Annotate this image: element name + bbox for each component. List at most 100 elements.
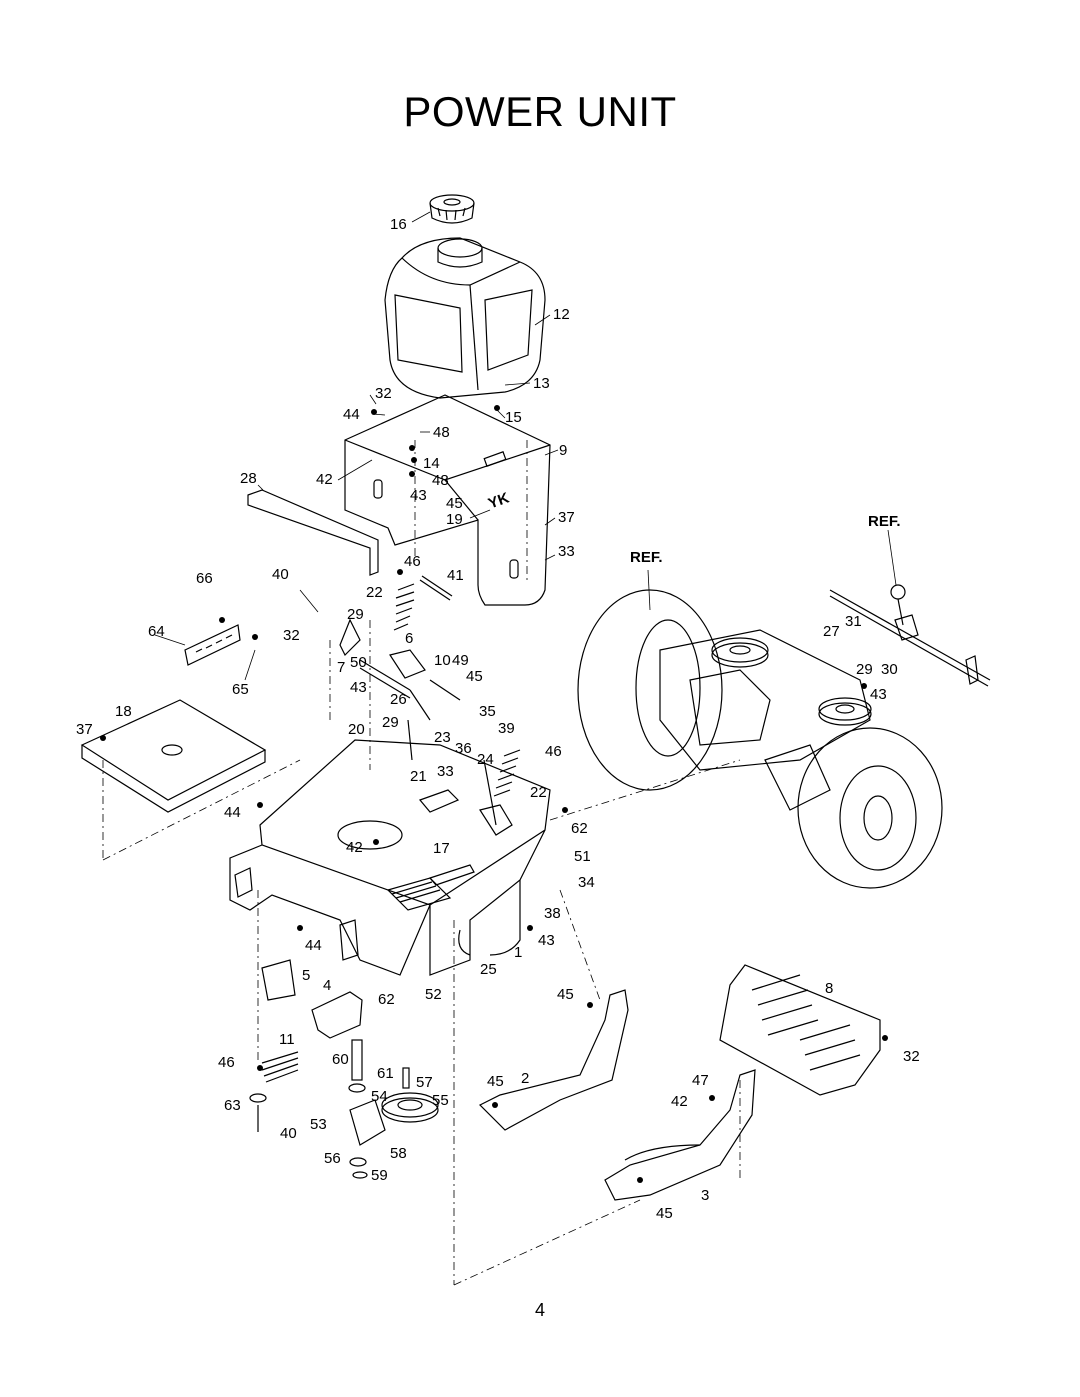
callout-label: 32 [903,1048,920,1065]
callout-label: 26 [390,691,407,708]
callout-label: 55 [432,1092,449,1109]
callout-label: 56 [324,1150,341,1167]
callout-labels: 16 12 13 32 44 15 48 9 14 28 42 48 43 45… [76,216,920,1222]
callout-label: 17 [433,840,450,857]
callout-label: 33 [437,763,454,780]
callout-label: 22 [530,784,547,801]
callout-label: 29 [382,714,399,731]
callout-label: 19 [446,511,463,528]
callout-label: 53 [310,1116,327,1133]
step-plate-8 [719,964,881,1096]
callout-label: 63 [224,1097,241,1114]
callout-label: 64 [148,623,165,640]
callout-label: 44 [343,406,360,423]
callout-label: 62 [378,991,395,1008]
callout-label: 45 [656,1205,673,1222]
callout-label: 49 [452,652,469,669]
callout-label: 46 [545,743,562,760]
callout-label: 45 [446,495,463,512]
callout-label: 58 [390,1145,407,1162]
control-tower-bracket: YK [344,394,551,606]
callout-label: 25 [480,961,497,978]
foot-bracket-2 [478,989,629,1131]
callout-label: 7 [337,659,345,676]
callout-label: 48 [433,424,450,441]
callout-label: 28 [240,470,257,487]
callout-label: 37 [558,509,575,526]
callout-label: 37 [76,721,93,738]
springs [261,583,521,1083]
callout-label: 9 [559,442,567,459]
callout-label: 42 [316,471,333,488]
main-frame-deck [229,739,551,976]
callout-label: 11 [279,1031,295,1048]
callout-label: 54 [371,1088,388,1105]
page-number: 4 [534,1300,545,1320]
callout-label: 30 [881,661,898,678]
callout-label: 43 [870,686,887,703]
callout-label: 29 [856,661,873,678]
callout-label: 50 [350,654,367,671]
callout-label: 42 [671,1093,688,1110]
callout-label: 5 [302,967,310,984]
rod-bracket-28 [247,489,379,576]
callout-label: 62 [571,820,588,837]
idler-assembly [249,1039,439,1179]
callout-label: 33 [558,543,575,560]
callout-label: 12 [553,306,570,323]
side-plate-64 [184,624,241,666]
callout-label: 21 [410,768,427,785]
callout-label: 34 [578,874,595,891]
callout-label: 51 [574,848,591,865]
ref-label-control-rod: REF. [868,513,901,530]
callout-label: 14 [423,455,440,472]
hitch-brackets [261,959,363,1039]
callout-label: 2 [521,1070,529,1087]
callout-label: 22 [366,584,383,601]
callout-label: 61 [377,1065,394,1082]
callout-label: 23 [434,729,451,746]
callout-label: 35 [479,703,496,720]
callout-label: 45 [487,1073,504,1090]
callout-label: 59 [371,1167,388,1184]
callout-label: 1 [514,944,522,961]
callout-label: 57 [416,1074,433,1091]
callout-label: 15 [505,409,522,426]
callout-label: 65 [232,681,249,698]
callout-label: 60 [332,1051,349,1068]
callout-label: 47 [692,1072,709,1089]
ref-labels: REF. REF. [630,513,901,566]
fasteners [100,405,888,1183]
fuel-cap [429,194,475,224]
svg-text:YK: YK [486,489,512,512]
callout-label: 16 [390,216,407,233]
callout-label: 44 [305,937,322,954]
leader-lines [154,211,897,681]
callout-label: 45 [466,668,483,685]
floor-plate-18 [80,699,267,813]
callout-label: 27 [823,623,840,640]
foot-bracket-3 [604,1069,756,1201]
callout-label: 44 [224,804,241,821]
callout-label: 29 [347,606,364,623]
alignment-lines [102,440,741,1286]
callout-label: 24 [477,751,494,768]
ref-label-transaxle: REF. [630,549,663,566]
callout-label: 43 [350,679,367,696]
callout-label: 4 [323,977,331,994]
callout-label: 6 [405,630,413,647]
callout-label: 66 [196,570,213,587]
callout-label: 32 [283,627,300,644]
callout-label: 41 [447,567,464,584]
callout-label: 3 [701,1187,709,1204]
callout-label: 39 [498,720,515,737]
callout-label: 45 [557,986,574,1003]
callout-label: 40 [280,1125,297,1142]
callout-label: 32 [375,385,392,402]
control-levers [339,618,513,836]
callout-label: 42 [346,839,363,856]
callout-label: 8 [825,980,833,997]
callout-label: 31 [845,613,862,630]
page-title: POWER UNIT [403,88,677,135]
